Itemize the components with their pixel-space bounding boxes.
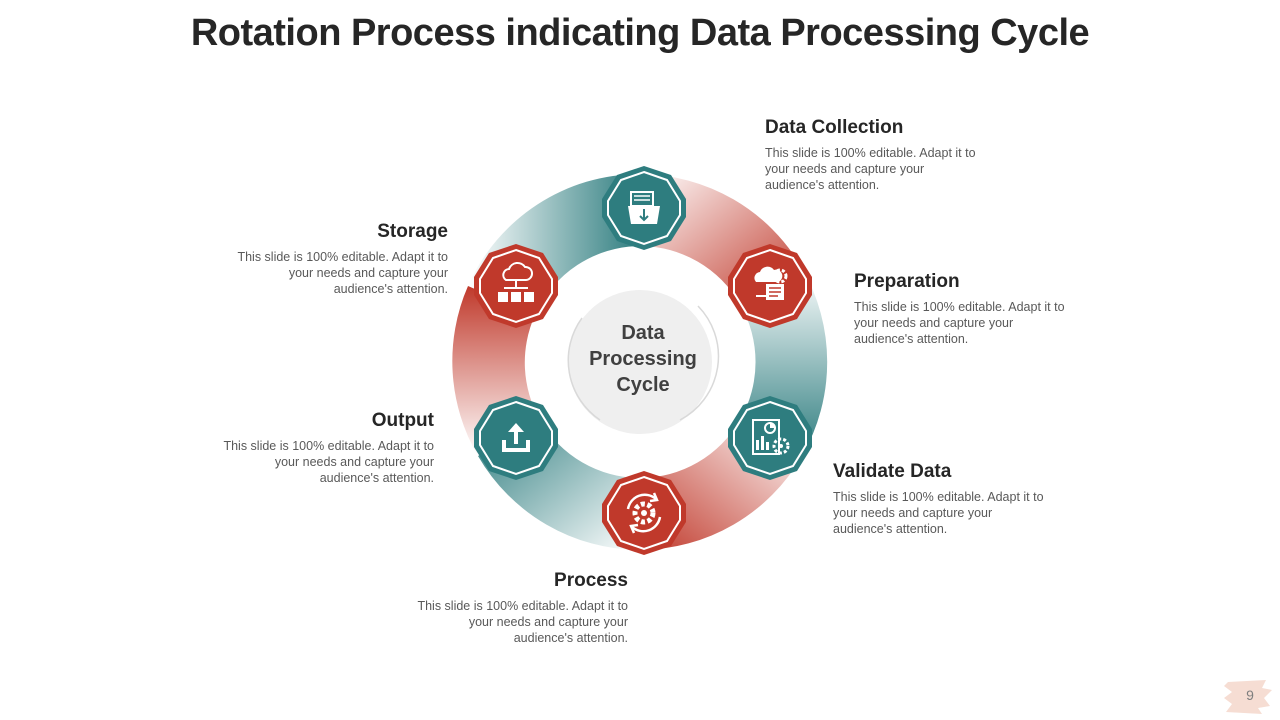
step-description: This slide is 100% editable. Adapt it to… xyxy=(223,439,434,485)
step-description: This slide is 100% editable. Adapt it to… xyxy=(237,250,448,296)
step-heading: Data Collection xyxy=(765,117,904,138)
upload-icon xyxy=(474,396,558,480)
step-heading: Storage xyxy=(377,221,448,242)
node-output xyxy=(472,394,560,482)
node-preparation xyxy=(726,242,814,330)
center-label-line2: Processing xyxy=(589,348,697,370)
cloud-database-icon xyxy=(474,244,558,328)
gear-cycle-icon xyxy=(602,471,686,555)
page-number-badge xyxy=(1224,680,1272,714)
node-storage xyxy=(472,242,560,330)
step-heading: Process xyxy=(554,570,628,591)
step-description: This slide is 100% editable. Adapt it to… xyxy=(417,599,628,645)
step-heading: Output xyxy=(371,410,434,431)
center-label-line1: Data xyxy=(621,322,665,344)
step-description: This slide is 100% editable. Adapt it to… xyxy=(765,146,976,192)
center-label-line3: Cycle xyxy=(616,374,670,396)
step-description: This slide is 100% editable. Adapt it to… xyxy=(833,490,1044,536)
center-label: Data Processing Cycle xyxy=(573,320,713,398)
step-storage: Storage This slide is 100% editable. Ada… xyxy=(233,221,448,297)
step-heading: Preparation xyxy=(854,271,960,292)
step-data-collection: Data Collection This slide is 100% edita… xyxy=(765,117,980,193)
step-preparation: Preparation This slide is 100% editable.… xyxy=(854,271,1069,347)
report-gear-icon xyxy=(728,396,812,480)
cloud-gear-icon xyxy=(728,244,812,328)
step-output: Output This slide is 100% editable. Adap… xyxy=(219,410,434,486)
page-number: 9 xyxy=(1246,687,1254,703)
step-process: Process This slide is 100% editable. Ada… xyxy=(413,570,628,646)
slide-title: Rotation Process indicating Data Process… xyxy=(190,12,1090,54)
step-heading: Validate Data xyxy=(833,461,952,482)
node-validate-data xyxy=(726,394,814,482)
step-validate-data: Validate Data This slide is 100% editabl… xyxy=(833,461,1048,537)
node-data-collection xyxy=(600,164,688,252)
step-description: This slide is 100% editable. Adapt it to… xyxy=(854,300,1065,346)
folder-download-icon xyxy=(602,166,686,250)
node-process xyxy=(600,469,688,557)
